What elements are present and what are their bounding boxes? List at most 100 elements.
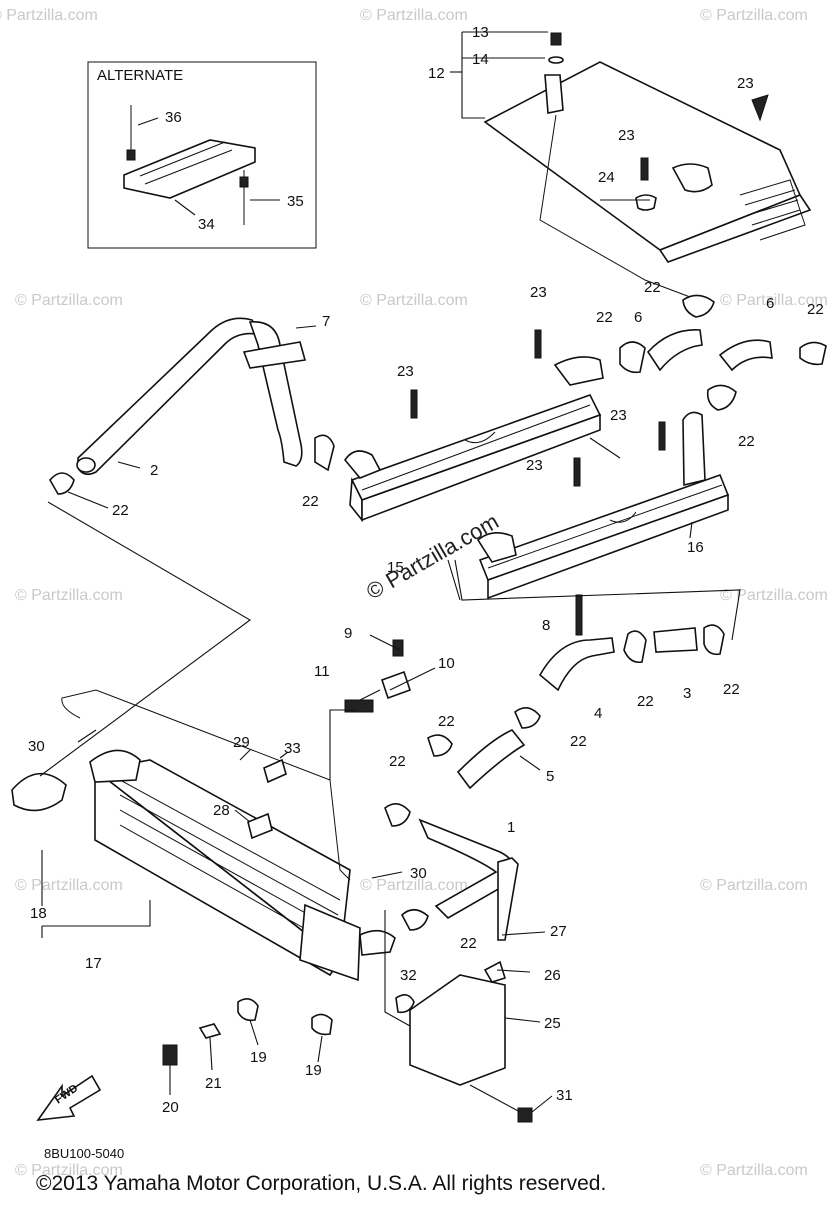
- bracket-7: [242, 341, 307, 369]
- callout-6: 6: [634, 309, 642, 326]
- callouts: 13 14 12 23 23 24 36 35 34 22 23 6 22 22…: [28, 24, 824, 1116]
- callout-23: 23: [737, 75, 754, 92]
- clamp-22: [314, 434, 335, 472]
- hose-5: [456, 729, 526, 790]
- watermark: © Partzilla.com: [720, 587, 828, 604]
- bolt-31: [517, 1107, 533, 1123]
- watermark: © Partzilla.com: [15, 1162, 123, 1179]
- callout-22: 22: [738, 433, 755, 450]
- clamp-22: [619, 341, 646, 374]
- fwd-arrow: FWD: [36, 1074, 102, 1121]
- callout-5: 5: [546, 768, 554, 785]
- callout-23: 23: [397, 363, 414, 380]
- clamp-22: [682, 294, 715, 318]
- shroud-plate: [483, 61, 802, 251]
- callout-4: 4: [594, 705, 602, 722]
- callout-2: 2: [150, 462, 158, 479]
- stud-23: [573, 457, 581, 487]
- callout-23: 23: [610, 407, 627, 424]
- callout-35: 35: [287, 193, 304, 210]
- clamp-22: [384, 803, 411, 827]
- watermark: © Partzilla.com: [720, 292, 828, 309]
- callout-23: 23: [530, 284, 547, 301]
- callout-9: 9: [344, 625, 352, 642]
- hose-6a: [646, 329, 703, 372]
- callout-18: 18: [30, 905, 47, 922]
- callout-36: 36: [165, 109, 182, 126]
- grommet-14: [544, 74, 564, 114]
- clip-28: [247, 812, 273, 840]
- center-watermark: © Partzilla.com: [362, 509, 503, 605]
- copyright-notice: ©2013 Yamaha Motor Corporation, U.S.A. A…: [36, 1172, 606, 1195]
- watermark: © Partzilla.com: [700, 7, 808, 24]
- callout-32: 32: [400, 967, 417, 984]
- callout-23: 23: [618, 127, 635, 144]
- bracket-alternate: [123, 139, 256, 199]
- callout-12: 12: [428, 65, 445, 82]
- callout-19: 19: [250, 1049, 267, 1066]
- callout-20: 20: [162, 1099, 179, 1116]
- bolt-alternate: [239, 176, 249, 188]
- clip-10: [380, 670, 412, 700]
- watermark: © Partzilla.com: [15, 587, 123, 604]
- bolt-20: [162, 1044, 178, 1066]
- callout-22: 22: [596, 309, 613, 326]
- bolt-23: [751, 94, 769, 122]
- clip-33: [263, 758, 287, 784]
- fitting-4: [538, 637, 615, 692]
- callout-22: 22: [644, 279, 661, 296]
- watermark: © Partzilla.com: [360, 292, 468, 309]
- hose-27: [497, 857, 519, 941]
- callout-7: 7: [322, 313, 330, 330]
- callout-22: 22: [112, 502, 129, 519]
- callout-21: 21: [205, 1075, 222, 1092]
- watermark: © Partzilla.com: [0, 7, 98, 24]
- watermark: © Partzilla.com: [15, 877, 123, 894]
- hose-elbow-top: [671, 163, 713, 193]
- callout-26: 26: [544, 967, 561, 984]
- bolt-alternate: [126, 149, 136, 161]
- callout-13: 13: [472, 24, 489, 41]
- callout-22: 22: [438, 713, 455, 730]
- watermark: © Partzilla.com: [700, 1162, 808, 1179]
- callout-31: 31: [556, 1087, 573, 1104]
- callout-3: 3: [683, 685, 691, 702]
- callout-22: 22: [723, 681, 740, 698]
- callout-30: 30: [410, 865, 427, 882]
- grommet-19: [237, 998, 259, 1022]
- callout-14: 14: [472, 51, 489, 68]
- stud-23: [658, 421, 666, 451]
- bolt-8: [575, 594, 583, 636]
- hose-3: [653, 627, 698, 653]
- callout-22: 22: [389, 753, 406, 770]
- stud-23: [410, 389, 418, 419]
- grommet-32: [395, 994, 415, 1014]
- callout-33: 33: [284, 740, 301, 757]
- grommet-19: [311, 1013, 333, 1036]
- callout-25: 25: [544, 1015, 561, 1032]
- callout-22: 22: [460, 935, 477, 952]
- callout-28: 28: [213, 802, 230, 819]
- heat-exchanger-15: [344, 356, 604, 523]
- callout-34: 34: [198, 216, 215, 233]
- reservoir-25: [409, 974, 506, 1086]
- radiator-17: [61, 689, 396, 982]
- hose-2: [76, 317, 307, 476]
- callout-27: 27: [550, 923, 567, 940]
- watermark: © Partzilla.com: [15, 292, 123, 309]
- clamp-22: [706, 384, 737, 411]
- clamp-22: [514, 707, 541, 729]
- cap-26: [483, 960, 507, 983]
- alternate-label: ALTERNATE: [97, 67, 183, 84]
- grommet-24: [635, 194, 657, 211]
- clamp-22: [427, 734, 453, 757]
- heat-exchanger-16: [476, 411, 730, 600]
- callout-1: 1: [507, 819, 515, 836]
- callout-6: 6: [766, 295, 774, 312]
- callout-22: 22: [302, 493, 319, 510]
- callout-24: 24: [598, 169, 615, 186]
- stud-23: [534, 329, 542, 359]
- callout-22: 22: [807, 301, 824, 318]
